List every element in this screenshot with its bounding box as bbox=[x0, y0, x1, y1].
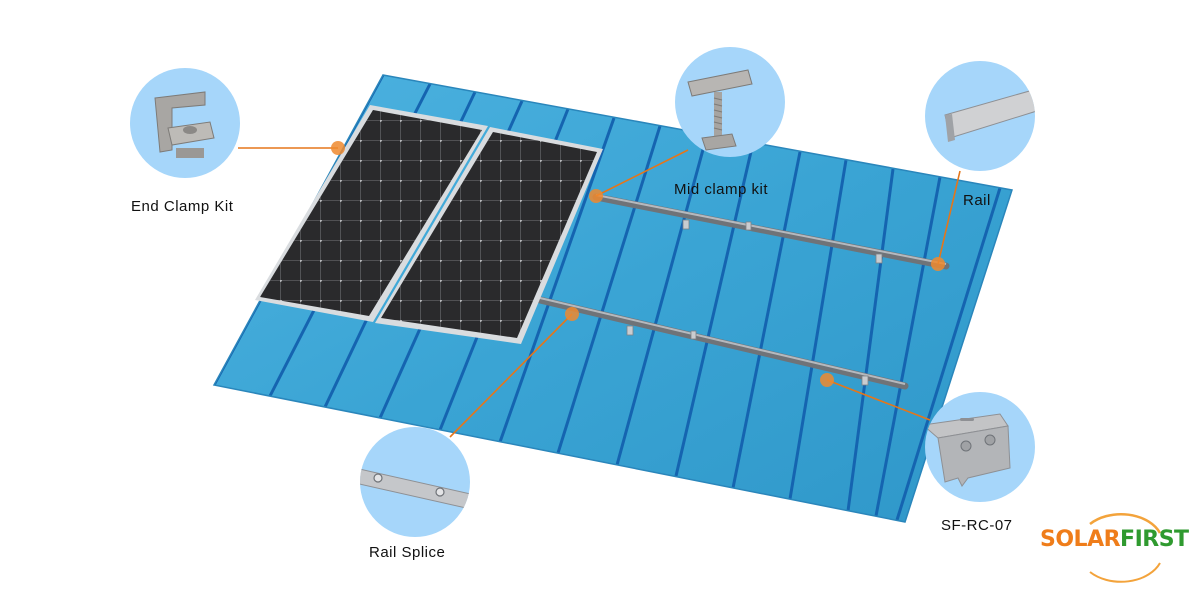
rail-splice-icon bbox=[360, 467, 470, 511]
callout-roof-clamp bbox=[925, 392, 1035, 502]
callout-mid-clamp bbox=[675, 47, 785, 157]
label-rail: Rail bbox=[963, 192, 991, 209]
rails bbox=[536, 193, 950, 390]
roof-clamp-icon bbox=[925, 413, 1011, 487]
rail-icon bbox=[944, 87, 1035, 142]
leader-lines bbox=[238, 147, 961, 438]
brand-logo-solar: SOLAR bbox=[1040, 527, 1121, 552]
label-sf-rc-07: SF-RC-07 bbox=[941, 517, 1013, 534]
brand-logo-swoosh-icon bbox=[1089, 512, 1162, 583]
callout-rail-splice bbox=[360, 427, 470, 537]
brand-logo: SOLARFIRST bbox=[1040, 527, 1189, 552]
callout-end-clamp bbox=[130, 68, 240, 178]
label-mid-clamp-kit: Mid clamp kit bbox=[674, 181, 769, 198]
solar-panel-left bbox=[255, 105, 488, 322]
callout-rail bbox=[925, 61, 1035, 171]
label-rail-splice: Rail Splice bbox=[369, 544, 446, 561]
end-clamp-icon bbox=[154, 91, 215, 158]
solar-panel-right bbox=[375, 127, 603, 344]
attachment-markers bbox=[331, 141, 945, 387]
label-end-clamp-kit: End Clamp Kit bbox=[131, 198, 234, 215]
solar-panels bbox=[255, 105, 603, 344]
brand-logo-first: FIRST bbox=[1120, 527, 1189, 552]
mid-clamp-icon bbox=[687, 69, 753, 151]
